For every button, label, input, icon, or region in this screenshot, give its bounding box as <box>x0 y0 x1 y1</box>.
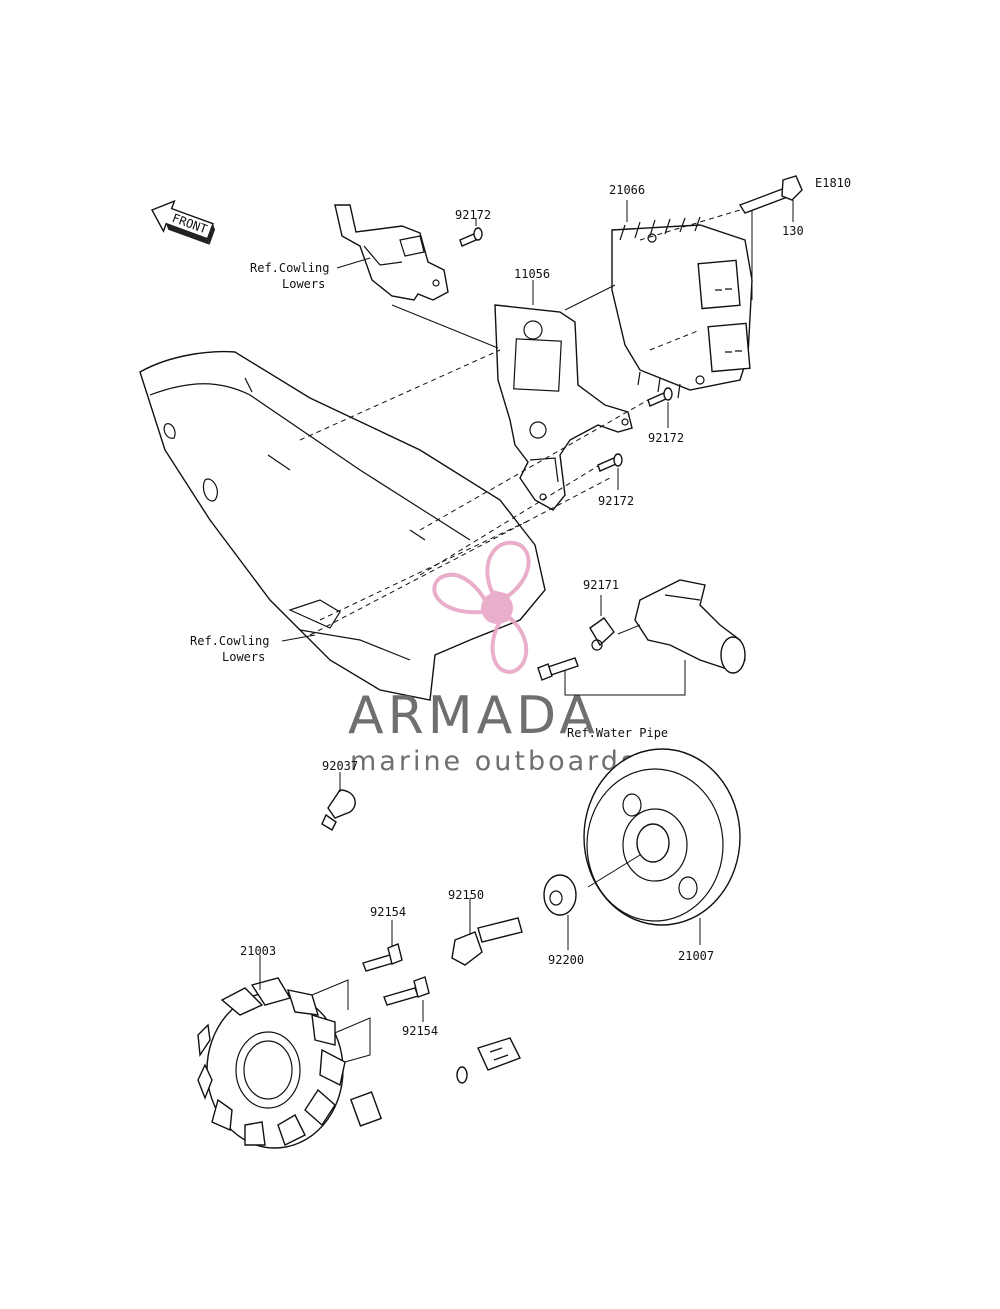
rotor-21007 <box>583 748 741 926</box>
stator-cable <box>339 1063 481 1128</box>
bolt-water-pipe <box>537 657 579 681</box>
ref-cowling-lower-line1: Ref.Cowling <box>190 634 269 648</box>
ref-cowling-lower-line2: Lowers <box>222 650 265 664</box>
watermark-tagline: marine outboards <box>350 746 638 777</box>
label-92200: 92200 <box>548 953 584 967</box>
screw-92172-mid <box>647 387 673 407</box>
label-21003: 21003 <box>240 944 276 958</box>
label-92172-mid: 92172 <box>648 431 684 445</box>
bolt-92150 <box>451 917 523 966</box>
bolt-92154-lower <box>383 976 430 1006</box>
regulator-21066 <box>611 216 753 399</box>
label-130: 130 <box>782 224 804 238</box>
label-92154-lower: 92154 <box>402 1024 438 1038</box>
stator-connector <box>477 1037 521 1071</box>
label-92172-low: 92172 <box>598 494 634 508</box>
label-92154-upper: 92154 <box>370 905 406 919</box>
label-21007: 21007 <box>678 949 714 963</box>
label-e1810: E1810 <box>815 176 851 190</box>
stator-21003 <box>197 977 346 1149</box>
screw-92172-top <box>459 227 483 247</box>
ref-cowling-upper-line1: Ref.Cowling <box>250 261 329 275</box>
front-arrow-icon: FRONT <box>151 199 216 245</box>
label-92037: 92037 <box>322 759 358 773</box>
label-92150: 92150 <box>448 888 484 902</box>
bolt-92154-upper <box>362 943 403 972</box>
cowling-bracket-upper <box>334 204 449 301</box>
bracket-11056 <box>494 304 633 511</box>
screw-92172-low <box>597 453 623 472</box>
label-92171: 92171 <box>583 578 619 592</box>
water-pipe <box>634 579 746 674</box>
label-11056: 11056 <box>514 267 550 281</box>
washer-92200 <box>543 874 577 916</box>
clamp-92037 <box>321 789 356 831</box>
label-21066: 21066 <box>609 183 645 197</box>
cowling-lower-body <box>139 350 546 701</box>
watermark-brand: ARMADA <box>348 686 599 746</box>
bolt-130 <box>738 175 803 214</box>
ref-water-pipe: Ref.Water Pipe <box>567 726 668 740</box>
ref-cowling-upper-line2: Lowers <box>282 277 325 291</box>
armada-logo <box>432 540 531 675</box>
clamp-92171 <box>589 617 615 651</box>
label-92172-top: 92172 <box>455 208 491 222</box>
